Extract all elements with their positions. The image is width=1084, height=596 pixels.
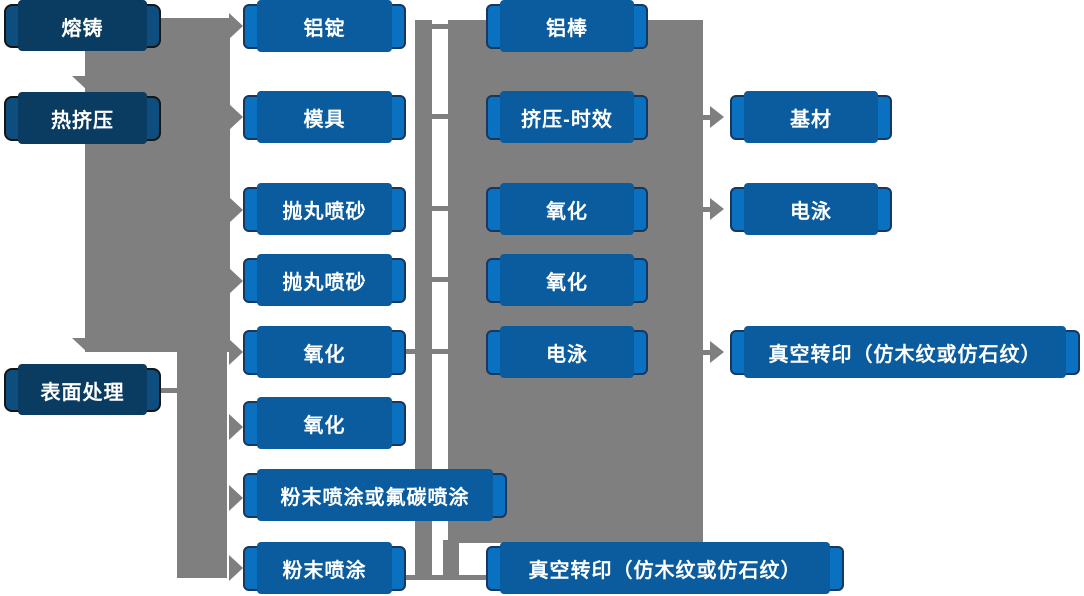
node-melting: 熔铸	[4, 0, 161, 51]
connector-band-left-lower	[177, 348, 227, 578]
node-mold: 模具	[243, 91, 406, 143]
node-aluminum-rod-label: 铝棒	[546, 18, 588, 40]
arrow-right-to-shot-blasting-2-icon	[229, 268, 243, 294]
node-aluminum-rod: 铝棒	[486, 0, 648, 52]
connector-stub-row3	[431, 206, 448, 211]
node-shot-blasting-2-label: 抛丸喷砂	[282, 272, 367, 294]
node-extrusion-aging-label: 挤压-时效	[521, 109, 613, 131]
connector-stub-row1	[431, 24, 448, 29]
node-electrophoresis-1-label: 电泳	[546, 344, 588, 366]
node-hot-extrusion-label: 热挤压	[51, 110, 114, 132]
connector-stub-oxidation	[403, 349, 415, 354]
node-surface-treatment-label: 表面处理	[40, 381, 125, 404]
node-oxidation-1-label: 氧化	[303, 344, 346, 366]
node-oxidation-3-label: 氧化	[546, 201, 588, 223]
node-base-material-label: 基材	[790, 109, 832, 131]
node-oxidation-4-label: 氧化	[546, 272, 588, 294]
connector-bus-middle-2	[443, 540, 459, 578]
arrow-right-to-oxidation-1-icon	[229, 339, 243, 365]
node-oxidation-1: 氧化	[243, 326, 406, 378]
node-electrophoresis-2-label: 电泳	[790, 201, 832, 223]
arrow-right-to-vacuum-transfer-2-icon	[710, 341, 724, 363]
connector-stub-row2	[431, 114, 448, 119]
arrow-right-to-mold-icon	[229, 104, 243, 130]
arrow-right-to-base-material-icon	[710, 106, 724, 128]
node-electrophoresis-1: 电泳	[486, 326, 648, 378]
node-powder-or-fluorocarbon: 粉末喷涂或氟碳喷涂	[243, 469, 507, 521]
node-melting-label: 熔铸	[61, 17, 104, 40]
connector-band-left	[85, 18, 230, 352]
node-hot-extrusion: 热挤压	[4, 92, 161, 144]
connector-stub-electrophoresis	[703, 207, 711, 212]
node-vacuum-transfer-2-label: 真空转印（仿木纹或仿石纹）	[768, 344, 1042, 366]
node-powder-or-fluorocarbon-label: 粉末喷涂或氟碳喷涂	[280, 487, 470, 509]
arrow-right-to-electrophoresis-2-icon	[710, 198, 724, 220]
node-oxidation-2-label: 氧化	[303, 415, 346, 437]
node-oxidation-2: 氧化	[243, 397, 406, 449]
node-oxidation-4: 氧化	[486, 254, 648, 306]
arrow-down-to-surface-treatment-icon	[72, 338, 102, 352]
arrow-right-to-aluminum-ingot-icon	[229, 13, 243, 39]
node-base-material: 基材	[730, 91, 892, 143]
arrow-down-to-hot-extrusion-icon	[72, 76, 102, 90]
node-shot-blasting-2: 抛丸喷砂	[243, 254, 406, 306]
node-vacuum-transfer-2: 真空转印（仿木纹或仿石纹）	[730, 326, 1080, 378]
node-vacuum-transfer-1: 真空转印（仿木纹或仿石纹）	[486, 542, 844, 594]
node-surface-treatment: 表面处理	[4, 364, 161, 415]
node-powder-coating: 粉末喷涂	[243, 542, 406, 594]
connector-stub-vacuum-transfer	[703, 350, 711, 355]
node-shot-blasting-1: 抛丸喷砂	[243, 183, 406, 235]
node-oxidation-3: 氧化	[486, 183, 648, 235]
node-aluminum-ingot-label: 铝锭	[303, 18, 346, 40]
node-extrusion-aging: 挤压-时效	[486, 91, 648, 143]
connector-stub-base-material	[703, 115, 711, 120]
arrow-right-to-shot-blasting-1-icon	[229, 197, 243, 223]
node-vacuum-transfer-1-label: 真空转印（仿木纹或仿石纹）	[528, 560, 802, 582]
node-mold-label: 模具	[303, 109, 346, 131]
node-electrophoresis-2: 电泳	[730, 183, 892, 235]
arrow-right-to-powder-coating-icon	[229, 555, 243, 581]
connector-stub-row4	[431, 277, 448, 282]
connector-bus-middle	[415, 20, 432, 578]
node-powder-coating-label: 粉末喷涂	[282, 560, 367, 582]
arrow-right-to-powder-or-fluorocarbon-icon	[229, 485, 243, 511]
arrow-right-to-oxidation-2-icon	[229, 414, 243, 440]
connector-stub-bottom	[405, 575, 486, 580]
connector-stub-row5	[431, 349, 448, 354]
node-shot-blasting-1-label: 抛丸喷砂	[282, 201, 367, 223]
node-aluminum-ingot: 铝锭	[243, 0, 406, 52]
connector-stub-surface-treatment	[161, 388, 177, 393]
